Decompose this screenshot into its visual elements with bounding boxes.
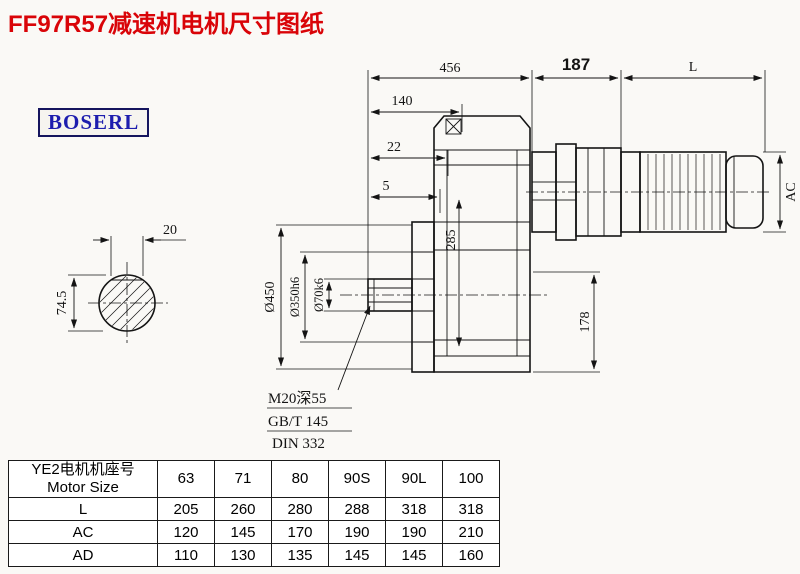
cell: 260 [214,497,272,521]
brand-logo: BOSERL [38,108,150,137]
dim-187: 187 [562,55,590,74]
motor-size-100: 100 [442,460,500,498]
standard-gbt: GB/T 145 [268,414,328,430]
motor-size-71: 71 [214,460,272,498]
cell: 318 [442,497,500,521]
fan-cover [725,155,764,229]
cell: 130 [214,543,272,567]
table-header-cn: YE2电机机座号 [31,461,135,478]
page-title: FF97R57减速机电机尺寸图纸 [8,11,325,38]
dimension-table: YE2电机机座号 Motor Size 63 71 80 90S 90L 100… [8,460,500,567]
dim-456: 456 [440,61,461,76]
cell: 120 [157,520,215,544]
top-dimension-chain: 456 187 L [367,55,766,290]
hollow-output-shaft [340,278,548,312]
cell: 288 [328,497,386,521]
output-flange [411,221,435,373]
cell: 170 [271,520,329,544]
dim-74-5: 74.5 [55,291,70,316]
motor-size-63: 63 [157,460,215,498]
table-row-L: L 205 260 280 288 318 318 [8,497,500,521]
thread-spec: M20深55 [268,390,326,407]
motor-size-90S: 90S [328,460,386,498]
row-label-AD: AD [8,543,158,567]
motor-assembly [526,143,772,241]
dim-20: 20 [163,223,177,238]
dim-dia-350: Ø350h6 [288,277,302,317]
motor-size-90L: 90L [385,460,443,498]
dim-5: 5 [383,179,390,194]
row-label-L: L [8,497,158,521]
dim-140: 140 [392,94,413,109]
cell: 135 [271,543,329,567]
dim-285: 285 [444,230,459,251]
ac-dimension: AC [763,151,799,233]
input-shaft [531,181,577,201]
offset-dimensions: 140 22 5 [370,94,463,213]
table-header-en: Motor Size [47,479,119,496]
cell: 280 [271,497,329,521]
cell: 110 [157,543,215,567]
cell: 145 [214,520,272,544]
cell: 210 [442,520,500,544]
cell: 160 [442,543,500,567]
motor-size-80: 80 [271,460,329,498]
dim-22: 22 [387,140,401,155]
dim-L: L [689,60,698,75]
cell: 190 [328,520,386,544]
dim-178: 178 [578,312,593,333]
dim-dia-450: Ø450 [263,281,278,312]
dim-AC: AC [784,182,799,201]
shaft-end-view [88,262,168,345]
table-row-AD: AD 110 130 135 145 145 160 [8,543,500,567]
gearbox-housing [433,115,531,373]
lifting-eyebolt [445,118,462,135]
table-header-cell: YE2电机机座号 Motor Size [8,460,158,498]
cell: 318 [385,497,443,521]
cell: 190 [385,520,443,544]
dim-dia-70: Ø70k6 [312,278,326,312]
shaft-bore-annotation: M20深55 GB/T 145 DIN 332 [267,305,371,452]
table-row-AC: AC 120 145 170 190 190 210 [8,520,500,544]
shaft-end-dimensions: 20 74.5 [55,223,186,332]
cell: 145 [328,543,386,567]
row-label-AC: AC [8,520,158,544]
cell: 205 [157,497,215,521]
section-hatching [100,276,154,330]
standard-din: DIN 332 [272,436,325,452]
motor-fins [647,154,721,230]
height-dimensions: 285 178 [444,199,600,373]
diameter-dimensions: Ø450 Ø350h6 Ø70k6 [263,224,412,370]
cell: 145 [385,543,443,567]
